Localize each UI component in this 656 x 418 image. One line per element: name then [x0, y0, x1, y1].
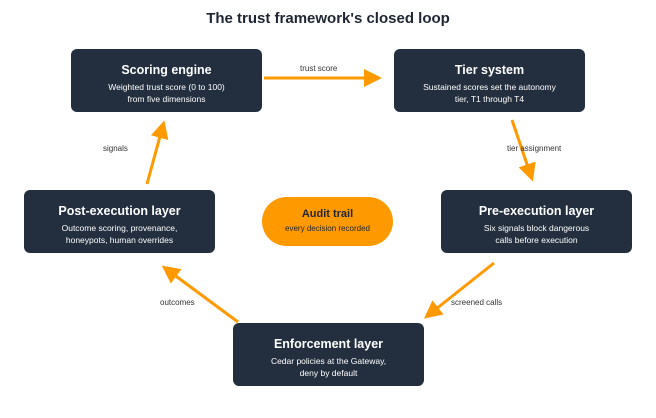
- scoring-engine-node: Scoring engine Weighted trust score (0 t…: [71, 49, 262, 112]
- post-execution-name: Post-execution layer: [58, 204, 181, 218]
- pre-execution-desc: Six signals block dangerous calls before…: [441, 222, 632, 246]
- edge-label-outcomes: outcomes: [160, 298, 195, 307]
- post-execution-desc-line-1: Outcome scoring, provenance,: [61, 223, 178, 233]
- post-execution-node: Post-execution layer Outcome scoring, pr…: [24, 190, 215, 253]
- tier-system-desc: Sustained scores set the autonomy tier, …: [394, 81, 585, 105]
- audit-trail-badge: Audit trail every decision recorded: [262, 197, 393, 246]
- edge-screened-calls-arrow: [423, 261, 495, 319]
- scoring-engine-desc-line-1: Weighted trust score (0 to 100): [108, 82, 225, 92]
- scoring-engine-name: Scoring engine: [121, 63, 212, 77]
- enforcement-desc-line-2: deny by default: [299, 368, 358, 378]
- pre-execution-desc-line-2: calls before execution: [495, 235, 578, 245]
- tier-system-name: Tier system: [454, 63, 525, 77]
- tier-system-desc-line-1: Sustained scores set the autonomy: [423, 82, 556, 92]
- edge-tier-assignment-arrow: [510, 119, 536, 182]
- scoring-engine-desc-line-2: from five dimensions: [127, 94, 206, 104]
- pre-execution-desc-line-1: Six signals block dangerous: [483, 223, 590, 233]
- enforcement-desc: Cedar policies at the Gateway, deny by d…: [233, 355, 424, 379]
- edge-signals-arrow: [145, 120, 169, 185]
- enforcement-name: Enforcement layer: [273, 337, 384, 351]
- edge-label-tier-assignment: tier assignment: [507, 144, 562, 153]
- scoring-engine-desc: Weighted trust score (0 to 100) from fiv…: [71, 81, 262, 105]
- tier-system-desc-line-2: tier, T1 through T4: [454, 94, 525, 104]
- edge-label-signals: signals: [103, 144, 128, 153]
- edge-label-screened-calls: screened calls: [451, 298, 503, 307]
- post-execution-desc: Outcome scoring, provenance, honeypots, …: [24, 222, 215, 246]
- diagram-title: The trust framework's closed loop: [206, 10, 450, 27]
- edge-label-trust-score: trust score: [300, 64, 338, 73]
- enforcement-desc-line-1: Cedar policies at the Gateway,: [270, 356, 387, 366]
- audit-trail-desc: every decision recorded: [285, 224, 370, 233]
- audit-trail-name: Audit trail: [301, 208, 354, 220]
- pre-execution-node: Pre-execution layer Six signals block da…: [441, 190, 632, 253]
- post-execution-desc-line-2: honeypots, human overrides: [65, 235, 174, 245]
- enforcement-node: Enforcement layer Cedar policies at the …: [233, 323, 424, 386]
- tier-system-node: Tier system Sustained scores set the aut…: [394, 49, 585, 112]
- pre-execution-name: Pre-execution layer: [478, 204, 595, 218]
- edge-outcomes-arrow: [161, 265, 239, 324]
